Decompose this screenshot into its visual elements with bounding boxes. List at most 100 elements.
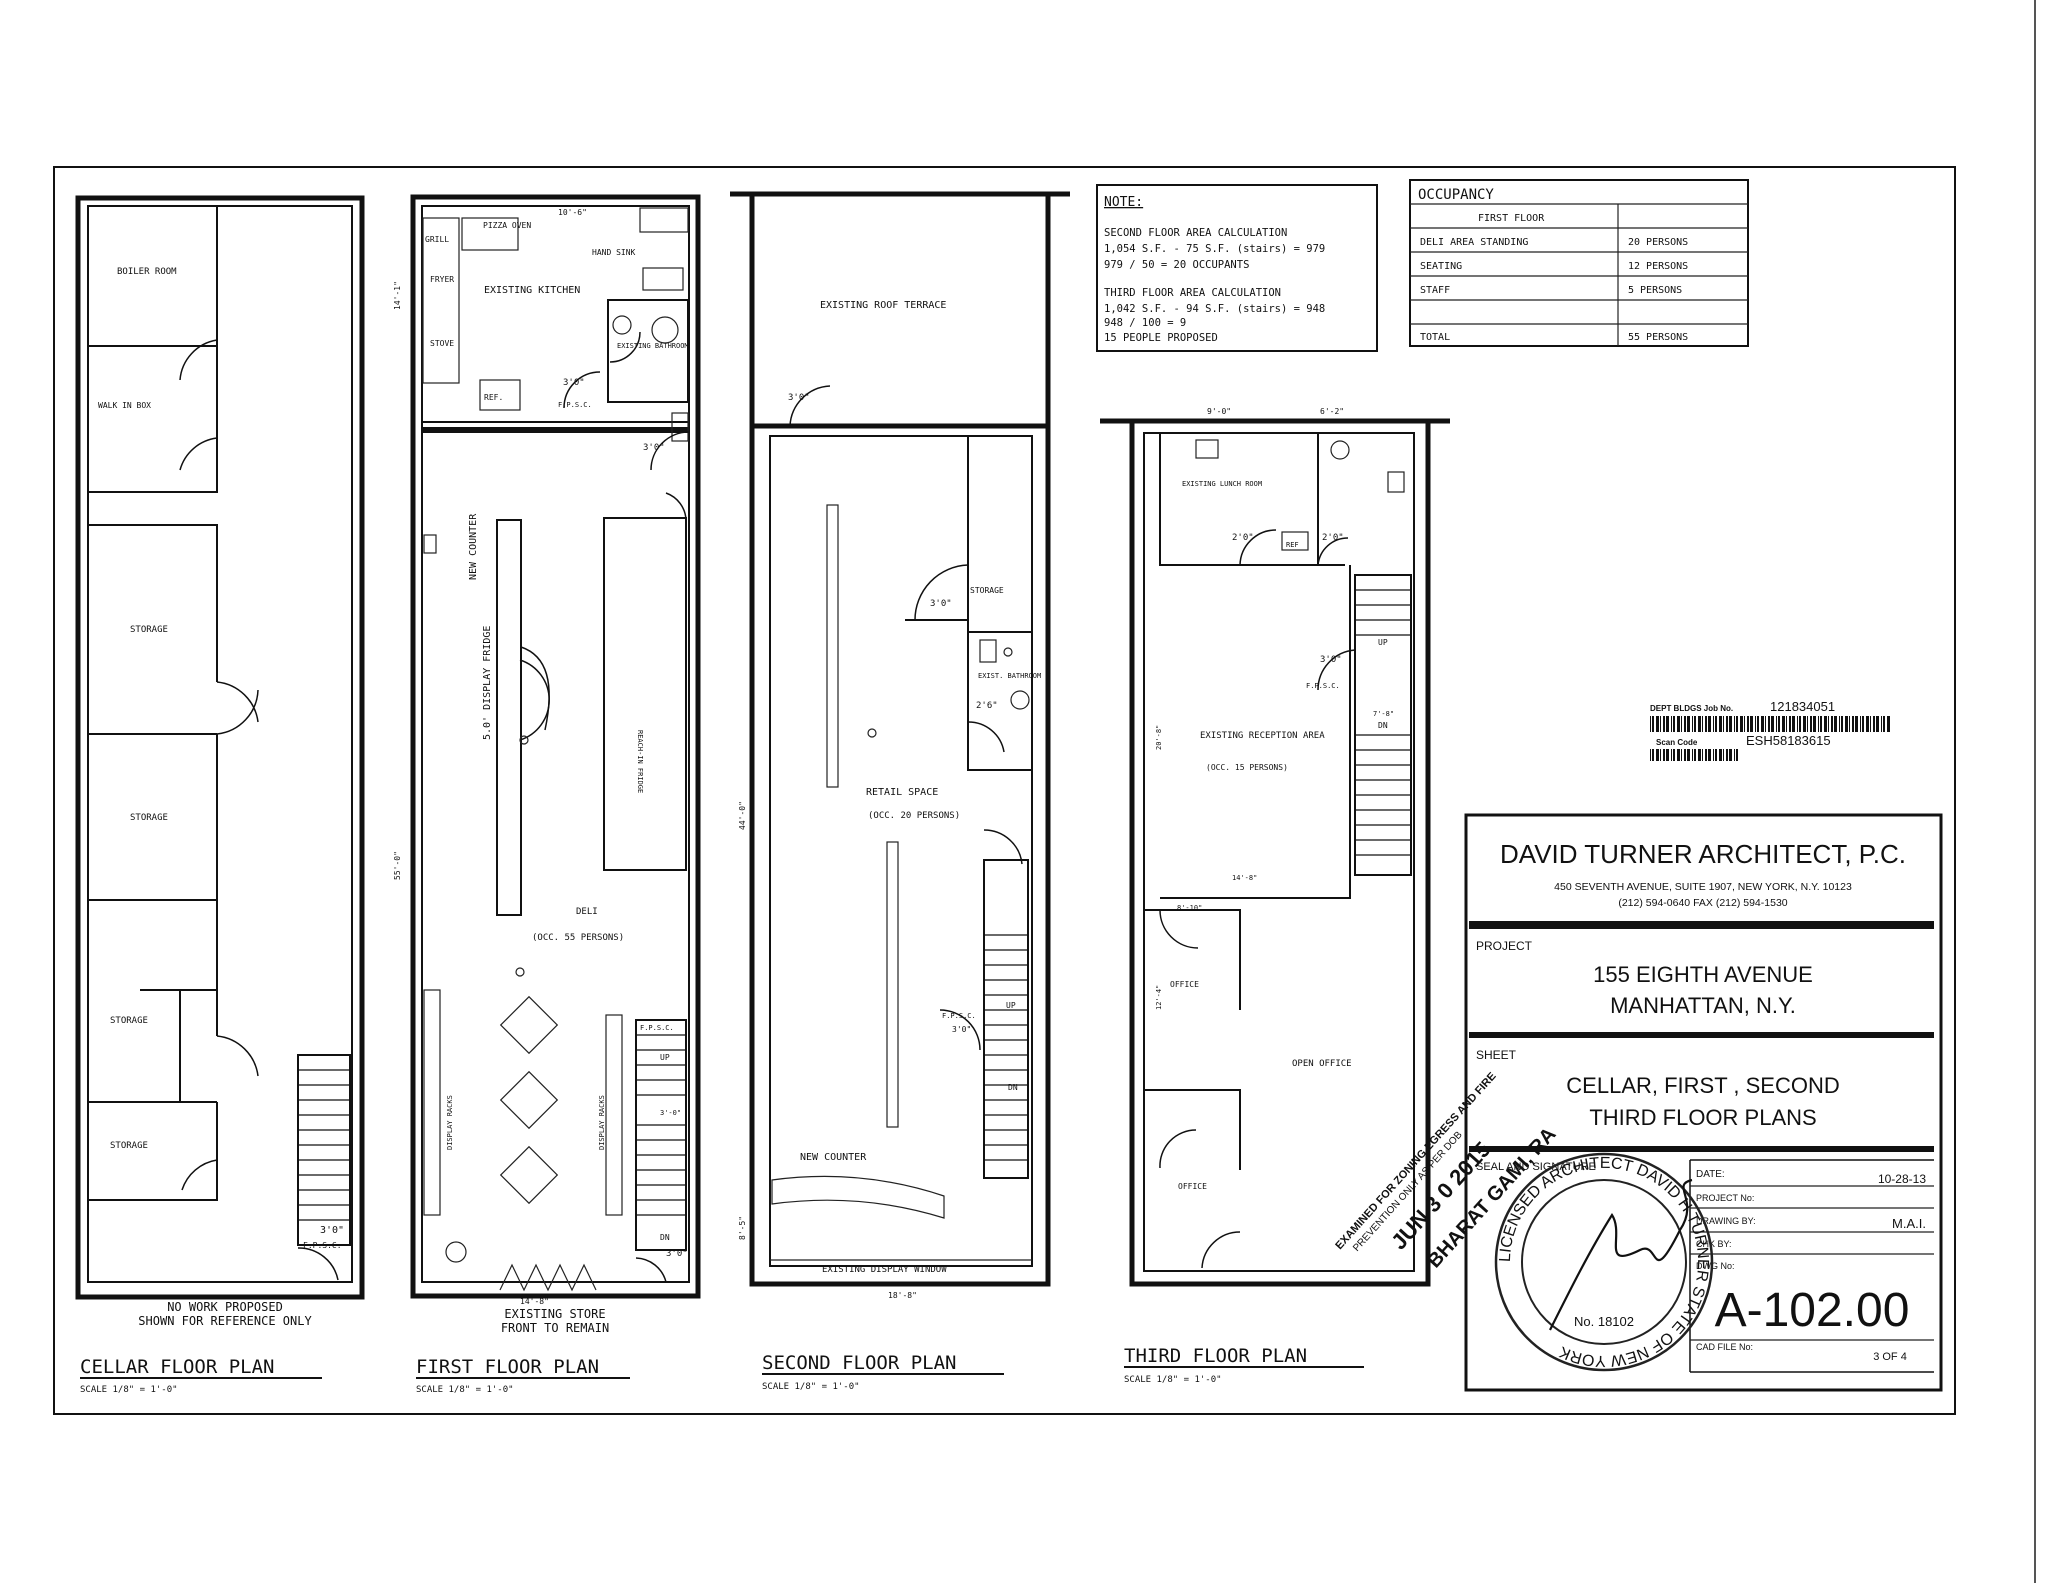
barcode-bar [1845,716,1848,732]
barcode-bar [1855,716,1858,732]
second-room-label: EXIST. BATHROOM [978,672,1041,680]
first-fpsc-tag: F.P.S.C. [640,1024,674,1032]
cellar-note: SHOWN FOR REFERENCE ONLY [138,1314,312,1328]
cellar-note: NO WORK PROPOSED [167,1300,283,1314]
barcode-bar [1786,716,1787,732]
third-room-label: EXISTING LUNCH ROOM [1182,480,1262,488]
barcode-bar [1765,716,1766,732]
first-door-tag: 3'0" [563,378,585,388]
third-dim: 7'-8" [1373,710,1394,718]
occupancy-row-label: TOTAL [1420,332,1450,343]
third-stair-treads [1355,589,1411,856]
first-dim: 55'-0" [393,851,402,880]
barcode-bar [1666,749,1669,761]
barcode-bar [1729,716,1732,732]
sheet-border [53,166,1956,1415]
third-dim: 8'-10" [1177,904,1202,912]
barcode-bar [1687,749,1690,761]
barcode-bar [1671,716,1672,732]
first-room-label: FRYER [430,275,454,284]
barcode-bar [1687,716,1690,732]
first-room-label: PIZZA OVEN [483,221,531,230]
first-room-label: REACH-IN FRIDGE [636,730,644,793]
third-door-tag: 2'0" [1232,533,1254,543]
firm-address: 450 SEVENTH AVENUE, SUITE 1907, NEW YORK… [1554,881,1852,893]
area-note-box: NOTE: SECOND FLOOR AREA CALCULATION 1,05… [1096,184,1378,352]
cellar-room-label: STORAGE [130,625,168,635]
barcode-bar [1820,716,1822,732]
second-stair-treads [984,934,1028,1161]
cellar-fpsc-tag: F.P.S.C. [303,1241,342,1250]
barcode-bar [1768,716,1770,732]
barcode-bar [1694,716,1696,732]
barcode-bar [1803,716,1806,732]
note-line: 1,042 S.F. - 94 S.F. (stairs) = 948 [1104,303,1325,315]
barcode-bar [1789,716,1791,732]
first-floor-plan: PIZZA OVEN GRILL FRYER STOVE EXISTING KI… [393,194,701,1395]
third-stair-label: UP [1378,638,1388,647]
barcode-bar [1831,716,1833,732]
occupancy-row-label: DELI AREA STANDING [1420,237,1528,248]
date-label: DATE: [1696,1169,1725,1180]
first-plan-scale: SCALE 1/8" = 1'-0" [416,1385,514,1395]
chk-by-label: CHK BY: [1696,1239,1732,1249]
barcode-bar [1677,716,1680,732]
barcode-bar [1860,716,1861,732]
firm-phone: (212) 594-0640 FAX (212) 594-1530 [1618,897,1787,909]
barcode-bars [1650,716,1890,732]
second-door-tag: 2'6" [976,701,998,711]
barcode-bar [1734,749,1735,761]
note-heading: NOTE: [1104,195,1143,210]
barcode-bar [1684,749,1686,761]
note-line: 1,054 S.F. - 75 S.F. (stairs) = 979 [1104,243,1325,255]
barcode-bar [1702,749,1703,761]
barcode-bar [1656,716,1659,732]
occupancy-floor: FIRST FLOOR [1478,213,1545,224]
second-room-label: NEW COUNTER [800,1152,867,1163]
barcode-bar [1841,716,1843,732]
barcode-bar [1747,716,1749,732]
sheet-label: SHEET [1476,1048,1517,1062]
second-door-tag: 3'0" [952,1025,971,1034]
seal-label: SEAL AND SIGNATURE [1476,1161,1596,1173]
barcode-bar [1673,749,1675,761]
barcode-bar [1873,716,1875,732]
cellar-door-tag: 3'0" [320,1225,344,1236]
second-fpsc-tag: F.P.S.C. [942,1012,976,1020]
barcode-bar [1656,749,1659,761]
first-door-tag: 3'0" [643,443,665,453]
barcode-bar [1736,749,1738,761]
barcode-bar [1715,716,1717,732]
project-line1: 155 EIGHTH AVENUE [1593,962,1813,987]
barcode-bar [1681,716,1682,732]
cellar-plan-title: CELLAR FLOOR PLAN [80,1356,274,1378]
note-line: 979 / 50 = 20 OCCUPANTS [1104,259,1249,271]
barcode-bar [1849,716,1850,732]
seal-ring-text: LICENSED ARCHITECT DAVID H TURNER STATE … [1497,1155,1711,1369]
barcode-bar [1702,716,1703,732]
barcode-bar [1705,749,1707,761]
project-label: PROJECT [1476,939,1533,953]
barcode-bar [1807,716,1808,732]
barcode-bar [1708,749,1711,761]
first-room-label: DELI [576,907,598,917]
barcode-scan-code: ESH58183615 [1746,733,1831,748]
occupancy-table: OCCUPANCY FIRST FLOOR DELI AREA STANDING… [1409,179,1749,347]
barcode-bar [1705,716,1707,732]
first-room-label: HAND SINK [592,248,636,257]
third-floor-plan: EXISTING LUNCH ROOM REF EXISTING RECEPTI… [1100,407,1450,1385]
barcode-bar [1708,716,1711,732]
barcode-bar [1870,716,1871,732]
barcode-bar [1729,749,1732,761]
third-dim: 12'-4" [1155,985,1163,1010]
project-no-label: PROJECT No: [1696,1193,1754,1203]
barcode-bar [1652,749,1654,761]
barcode-scan-label: Scan Code [1656,738,1698,747]
first-room-label: (OCC. 55 PERSONS) [532,933,624,943]
barcode-bar [1757,716,1759,732]
title-block: DAVID TURNER ARCHITECT, P.C. 450 SEVENTH… [1464,813,1943,1392]
first-dim: 3'-0" [660,1109,681,1117]
third-dim: 9'-0" [1207,407,1231,416]
barcode-bar [1719,716,1722,732]
